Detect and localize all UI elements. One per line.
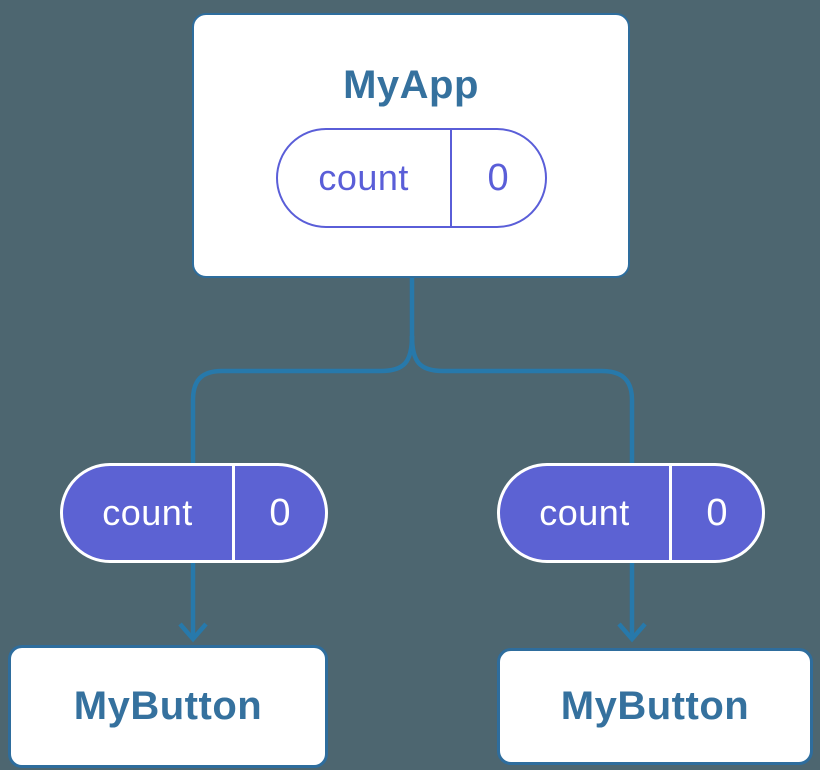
arrow-down-icon bbox=[617, 622, 647, 643]
state-value: 0 bbox=[231, 466, 325, 560]
button-component-card-right: MyButton bbox=[497, 648, 813, 765]
root-component-card: MyApp count 0 bbox=[192, 13, 630, 278]
button-component-title: MyButton bbox=[73, 684, 263, 728]
connector-branch-left bbox=[190, 335, 415, 637]
button-component-card-left: MyButton bbox=[8, 645, 328, 768]
state-label: count bbox=[102, 492, 193, 533]
button-component-title: MyButton bbox=[560, 684, 750, 728]
state-value: 0 bbox=[449, 130, 545, 226]
child-state-pill-left: count 0 bbox=[60, 463, 328, 563]
child-state-pill-right: count 0 bbox=[497, 463, 765, 563]
state-label: count bbox=[539, 492, 630, 533]
arrow-down-icon bbox=[178, 622, 208, 643]
root-state-pill: count 0 bbox=[275, 128, 547, 228]
state-value: 0 bbox=[668, 466, 762, 560]
state-label: count bbox=[318, 157, 409, 198]
root-component-title: MyApp bbox=[343, 63, 479, 107]
connector-branch-right bbox=[409, 335, 635, 637]
